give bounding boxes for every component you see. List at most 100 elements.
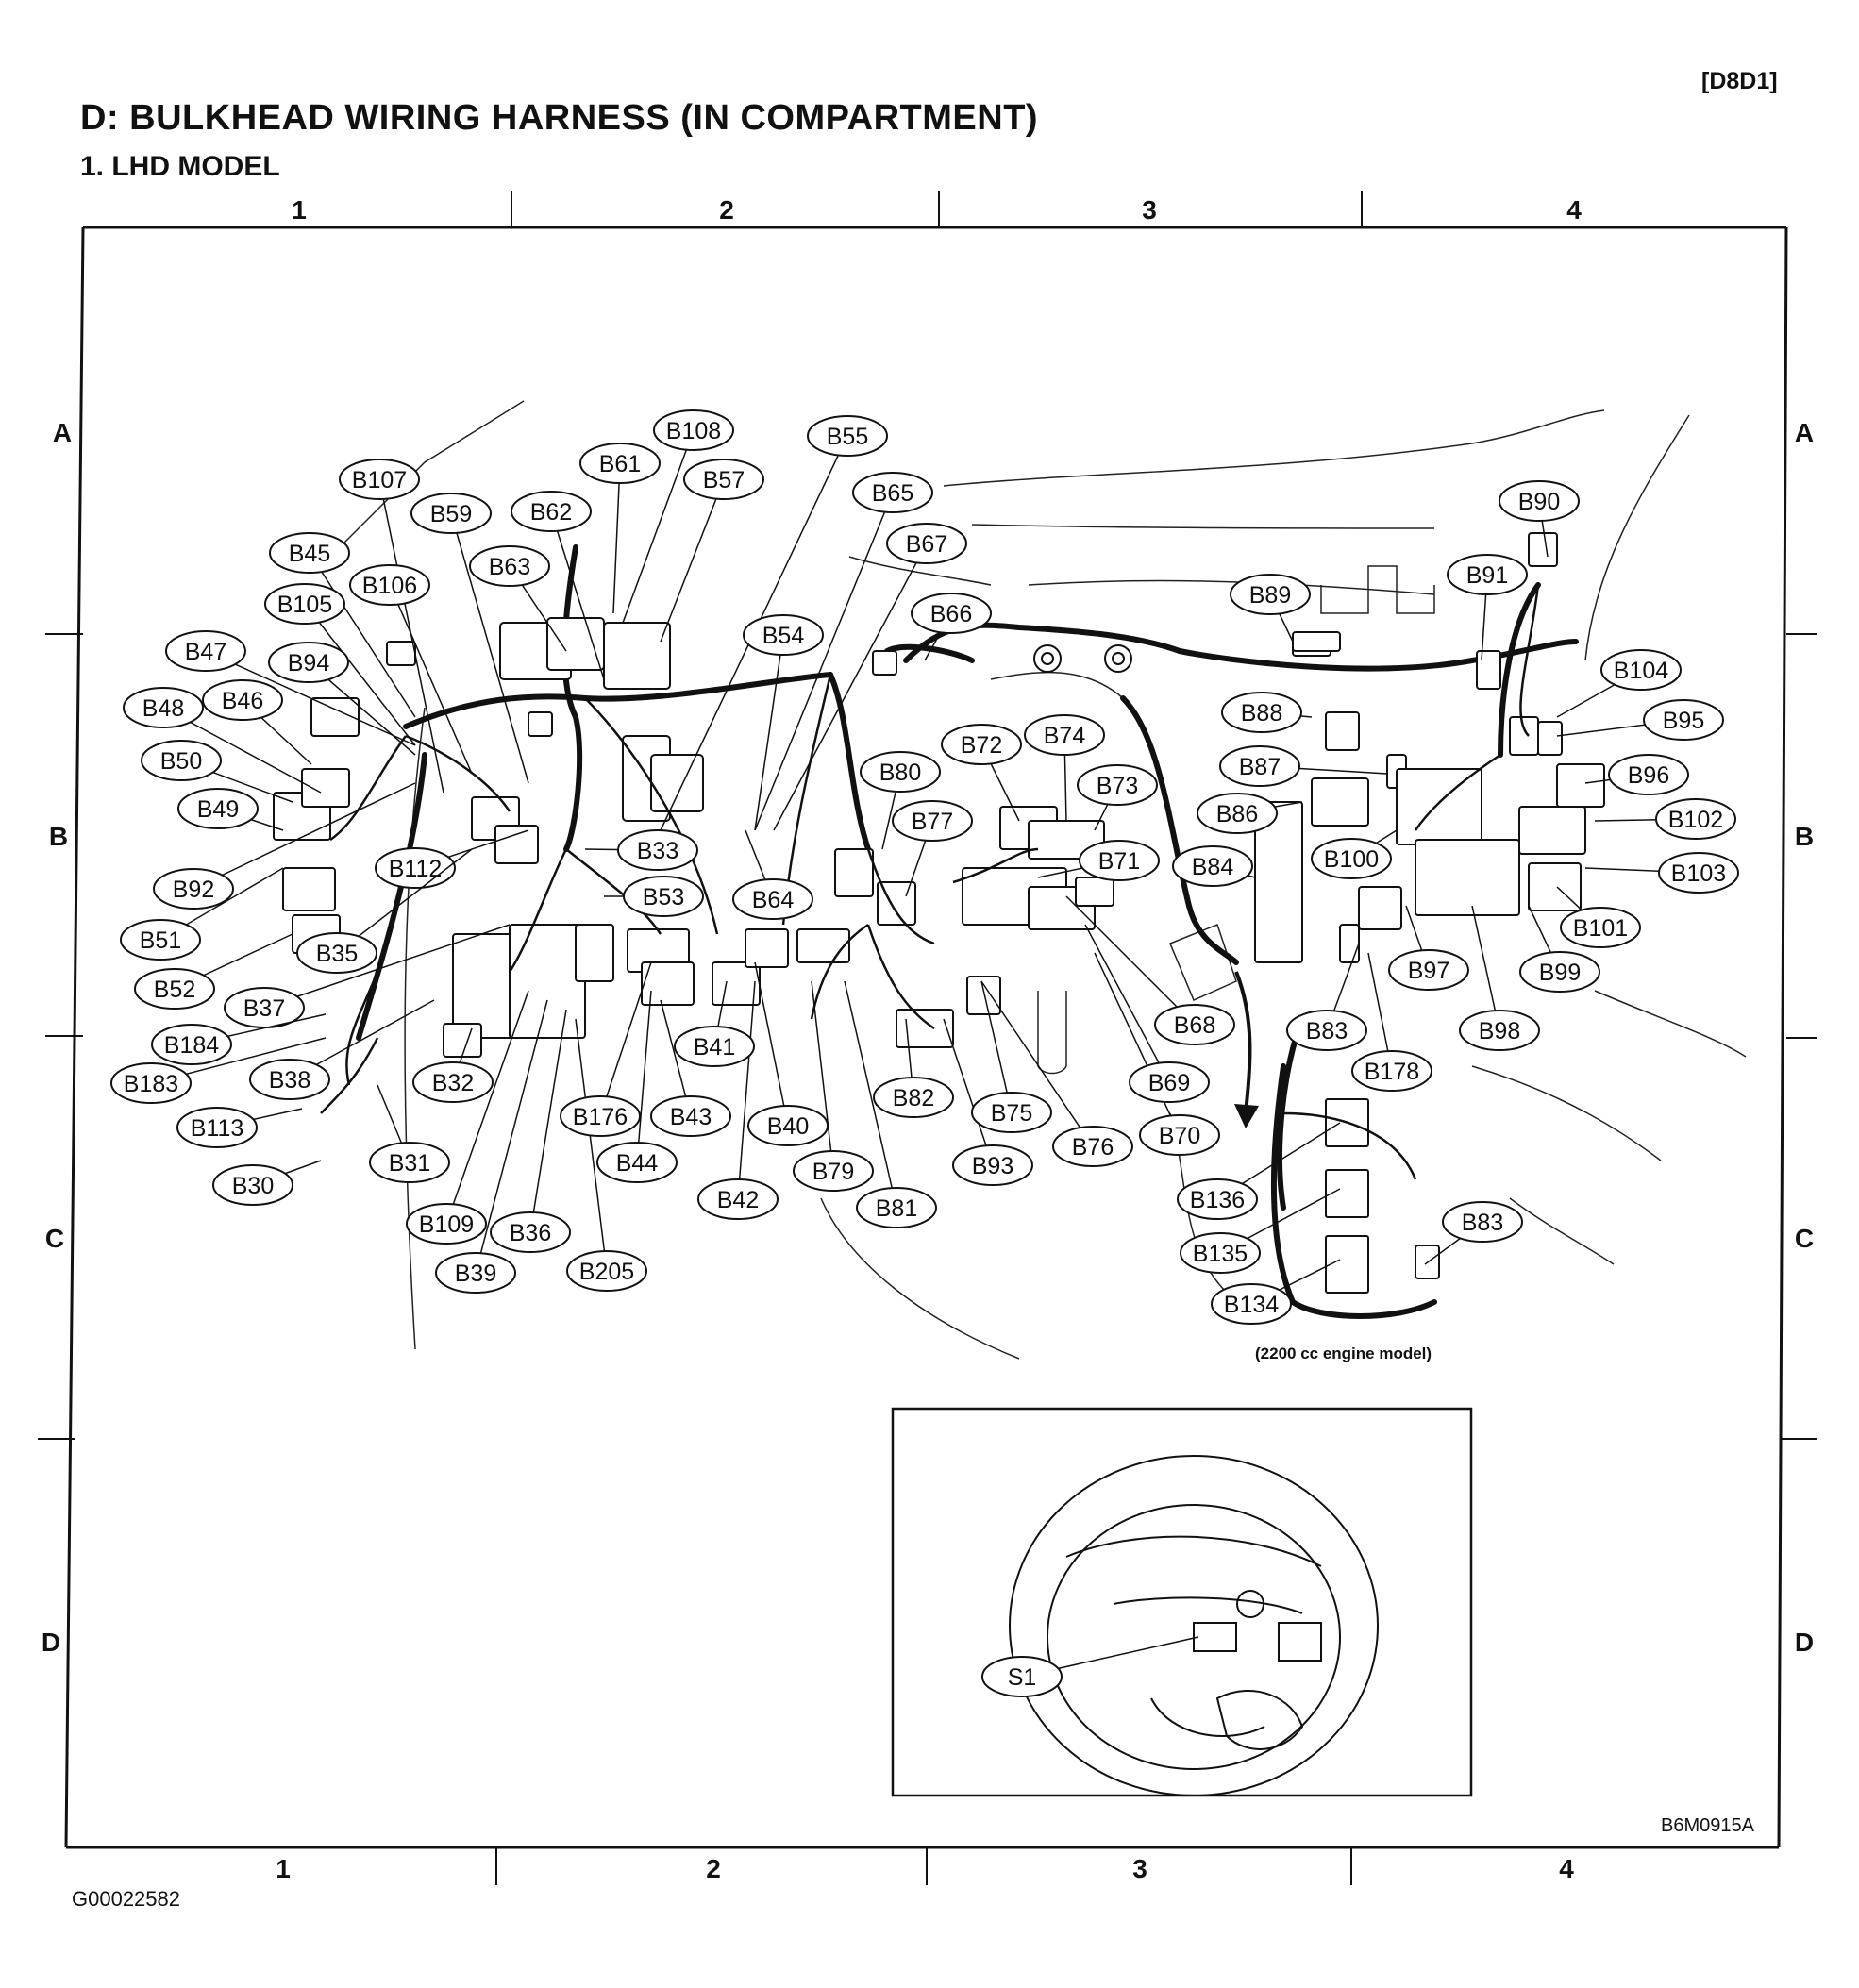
connector-label: B83: [1462, 1210, 1503, 1236]
connector-label: B86: [1216, 801, 1258, 827]
connector-label: B54: [762, 623, 805, 649]
connector-label: B134: [1224, 1292, 1279, 1318]
callout-b86: B86: [1197, 793, 1303, 834]
callout-bubble: [202, 679, 283, 721]
leader-line: [980, 980, 1094, 1147]
leader-line: [529, 1009, 567, 1233]
callout-b104: B104: [1556, 649, 1682, 718]
callout-bubble: [1230, 574, 1311, 615]
callout-bubble: [1658, 852, 1739, 894]
connector-label: B47: [185, 639, 226, 665]
callout-bubble: [617, 829, 698, 871]
callout-bubble: [1447, 554, 1528, 595]
callout-bubble: [1129, 1061, 1210, 1103]
connector-label: B37: [243, 995, 285, 1022]
callout-b99: B99: [1519, 905, 1600, 993]
connector-label: B178: [1365, 1059, 1419, 1085]
callout-b64: B64: [732, 829, 813, 920]
callout-b82: B82: [873, 1018, 954, 1118]
callout-b66: B66: [911, 593, 992, 661]
connector-label: B69: [1148, 1070, 1190, 1096]
document-code: [D8D1]: [1701, 68, 1778, 94]
connector-label: B136: [1190, 1187, 1245, 1213]
frame-left-border: [64, 226, 85, 1848]
row-label-right-A: A: [1795, 418, 1814, 447]
leader-line: [754, 492, 894, 831]
connector-label: B87: [1239, 754, 1281, 780]
callout-b35: B35: [296, 848, 473, 974]
leader-line: [980, 980, 1013, 1113]
callout-b72: B72: [941, 724, 1022, 822]
callout-bubble: [369, 1142, 450, 1183]
leader-line: [1471, 905, 1500, 1031]
col-label-bottom-2: 2: [706, 1854, 721, 1883]
callout-bubble: [212, 1164, 293, 1206]
connector-label: B67: [906, 531, 947, 558]
callout-bubble: [852, 472, 933, 513]
callout-b73: B73: [1077, 764, 1158, 831]
callout-bubble: [1560, 907, 1641, 948]
callout-bubble: [1180, 1232, 1261, 1274]
connector-label: B68: [1174, 1012, 1215, 1039]
callout-b53: B53: [604, 876, 704, 917]
connector-label: B46: [222, 688, 263, 714]
connector-label: B99: [1539, 960, 1581, 986]
callout-b105: B105: [264, 583, 416, 746]
callout-b184: B184: [151, 1013, 327, 1065]
connector-label: B44: [616, 1150, 659, 1177]
connector-label: B71: [1098, 848, 1140, 875]
callout-bubble: [469, 545, 550, 587]
callout-bubble: [339, 459, 420, 500]
callout-bubble: [856, 1187, 937, 1228]
page-subtitle: 1. LHD MODEL: [80, 151, 280, 182]
leader-line: [1065, 895, 1196, 1026]
callout-bubble: [269, 532, 350, 574]
leader-line: [263, 924, 511, 1009]
callout-b54: B54: [743, 614, 824, 831]
leader-line: [193, 782, 416, 890]
connector-label: B109: [419, 1211, 474, 1238]
callout-b93: B93: [943, 1018, 1033, 1186]
callout-bubble: [860, 751, 941, 793]
leader-line: [450, 512, 529, 784]
callout-bubble: [349, 564, 430, 606]
callout-bubble: [177, 788, 259, 829]
connector-label: B42: [717, 1187, 759, 1213]
callout-bubble: [1219, 745, 1300, 787]
connector-label: B59: [430, 501, 472, 527]
callout-b94: B94: [268, 642, 416, 756]
grid-labels: 1 2 3 4 1 2 3 4 A B C D A B C D: [42, 195, 1814, 1883]
callout-bubble: [911, 593, 992, 634]
callout-b106: B106: [349, 564, 473, 775]
leader-line: [612, 462, 621, 614]
leader-line: [1084, 924, 1170, 1083]
callout-b69: B69: [1084, 924, 1210, 1103]
footer-id: G00022582: [72, 1887, 180, 1911]
callout-b102: B102: [1594, 798, 1736, 840]
connector-label: B64: [752, 887, 795, 913]
callout-b46: B46: [202, 679, 312, 765]
callout-b30: B30: [212, 1160, 322, 1206]
connector-label: B183: [124, 1071, 178, 1097]
leader-line: [1094, 952, 1181, 1136]
callout-b135: B135: [1180, 1188, 1341, 1274]
callout-bubble: [566, 1250, 647, 1292]
callout-b95: B95: [1556, 699, 1724, 741]
leader-line: [389, 584, 473, 775]
callout-bubble: [1221, 692, 1302, 733]
callout-bubble: [410, 493, 492, 534]
callout-bubble: [886, 523, 967, 564]
callout-b52: B52: [134, 933, 293, 1010]
connector-label: B66: [930, 601, 972, 627]
callout-b71: B71: [1037, 840, 1160, 881]
connector-label: B89: [1249, 582, 1291, 609]
callout-bubble: [1177, 1178, 1258, 1220]
callout-b205: B205: [566, 1018, 647, 1292]
callout-bubble: [1519, 951, 1600, 993]
connector-label: B90: [1518, 489, 1560, 515]
connector-label: B30: [232, 1173, 274, 1199]
callout-b31: B31: [369, 1084, 450, 1183]
callout-bubble: [1608, 754, 1689, 795]
connector-label: B106: [362, 573, 417, 599]
